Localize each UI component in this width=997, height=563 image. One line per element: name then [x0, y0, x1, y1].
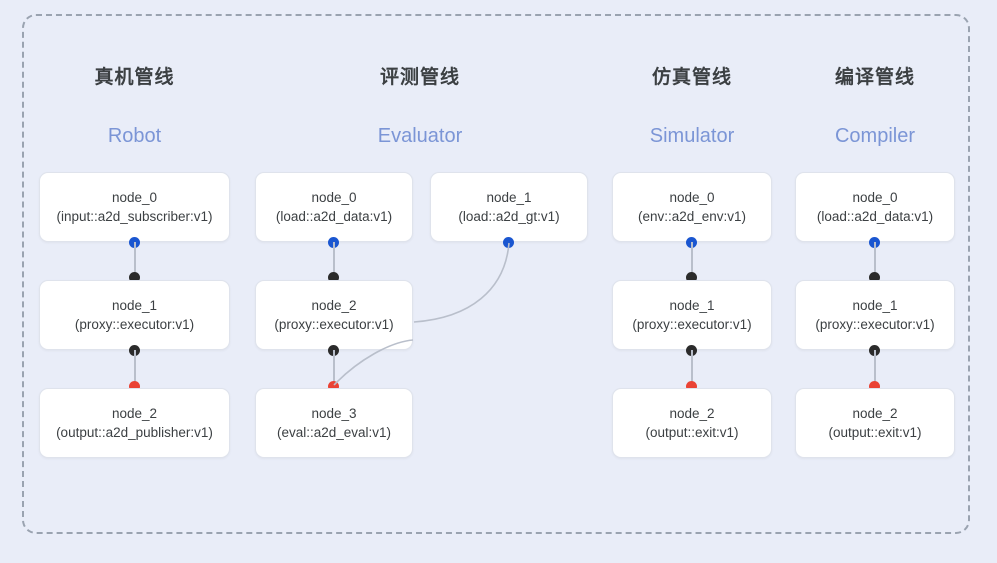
column-title-cn-evaluator: 评测管线 — [379, 67, 460, 88]
column-title-en-evaluator: Evaluator — [377, 125, 463, 147]
node-name: node_3 — [311, 406, 357, 421]
node-name: node_2 — [669, 406, 715, 421]
node-name: node_2 — [311, 298, 357, 313]
node-type: (load::a2d_gt:v1) — [458, 209, 560, 224]
edge-robot-0-1 — [134, 242, 136, 280]
edge-robot-1-2 — [134, 350, 136, 388]
port-dot-input-evaluator-3 — [328, 381, 339, 392]
node-name: node_1 — [486, 190, 532, 205]
node-type: (input::a2d_subscriber:v1) — [56, 209, 213, 224]
edge-compiler-1-2 — [874, 350, 876, 388]
column-title-en-robot: Robot — [107, 125, 162, 147]
edge-compiler-0-1 — [874, 242, 876, 280]
node-type: (output::exit:v1) — [645, 425, 739, 440]
node-box-evaluator-2[interactable]: node_2 (proxy::executor:v1) — [255, 280, 413, 350]
node-name: node_1 — [669, 298, 715, 313]
node-box-evaluator-3[interactable]: node_3 (eval::a2d_eval:v1) — [255, 388, 413, 458]
port-dot-input-simulator-1 — [686, 272, 697, 283]
node-type: (proxy::executor:v1) — [632, 317, 752, 332]
node-type: (env::a2d_env:v1) — [637, 209, 747, 224]
column-title-cn-robot: 真机管线 — [94, 67, 175, 88]
node-box-simulator-2[interactable]: node_2 (output::exit:v1) — [612, 388, 772, 458]
port-dot-input-compiler-1 — [869, 272, 880, 283]
node-box-evaluator-0[interactable]: node_0 (load::a2d_data:v1) — [255, 172, 413, 242]
port-dot-input-robot-2 — [129, 381, 140, 392]
column-title-en-compiler: Compiler — [834, 125, 916, 147]
edge-simulator-0-1 — [691, 242, 693, 280]
port-dot-input-robot-1 — [129, 272, 140, 283]
node-box-compiler-1[interactable]: node_1 (proxy::executor:v1) — [795, 280, 955, 350]
node-name: node_1 — [111, 298, 158, 313]
node-type: (proxy::executor:v1) — [274, 317, 394, 332]
node-type: (load::a2d_data:v1) — [275, 209, 393, 224]
node-type: (proxy::executor:v1) — [74, 317, 195, 332]
node-type: (load::a2d_data:v1) — [816, 209, 934, 224]
column-title-cn-compiler: 编译管线 — [834, 67, 915, 88]
column-title-en-simulator: Simulator — [649, 125, 735, 147]
node-type: (output::a2d_publisher:v1) — [56, 425, 213, 440]
node-type: (eval::a2d_eval:v1) — [276, 425, 392, 440]
node-box-evaluator-1[interactable]: node_1 (load::a2d_gt:v1) — [430, 172, 588, 242]
node-box-simulator-1[interactable]: node_1 (proxy::executor:v1) — [612, 280, 772, 350]
diagram-dashed-frame — [22, 14, 970, 534]
node-name: node_0 — [111, 190, 158, 205]
node-box-robot-1[interactable]: node_1 (proxy::executor:v1) — [39, 280, 230, 350]
node-type: (proxy::executor:v1) — [815, 317, 935, 332]
node-box-compiler-0[interactable]: node_0 (load::a2d_data:v1) — [795, 172, 955, 242]
edge-evaluator-0-2 — [333, 242, 335, 280]
node-name: node_0 — [852, 190, 898, 205]
node-name: node_0 — [311, 190, 357, 205]
port-dot-input-compiler-2 — [869, 381, 880, 392]
port-dot-input-evaluator-2 — [328, 272, 339, 283]
node-name: node_2 — [852, 406, 898, 421]
node-box-simulator-0[interactable]: node_0 (env::a2d_env:v1) — [612, 172, 772, 242]
node-name: node_2 — [111, 406, 158, 421]
node-type: (output::exit:v1) — [828, 425, 922, 440]
node-box-robot-0[interactable]: node_0 (input::a2d_subscriber:v1) — [39, 172, 230, 242]
node-name: node_1 — [852, 298, 898, 313]
node-box-robot-2[interactable]: node_2 (output::a2d_publisher:v1) — [39, 388, 230, 458]
column-title-cn-simulator: 仿真管线 — [651, 67, 732, 88]
edge-simulator-1-2 — [691, 350, 693, 388]
node-box-compiler-2[interactable]: node_2 (output::exit:v1) — [795, 388, 955, 458]
node-name: node_0 — [669, 190, 715, 205]
port-dot-input-simulator-2 — [686, 381, 697, 392]
port-dot-output-evaluator-1 — [503, 237, 514, 248]
